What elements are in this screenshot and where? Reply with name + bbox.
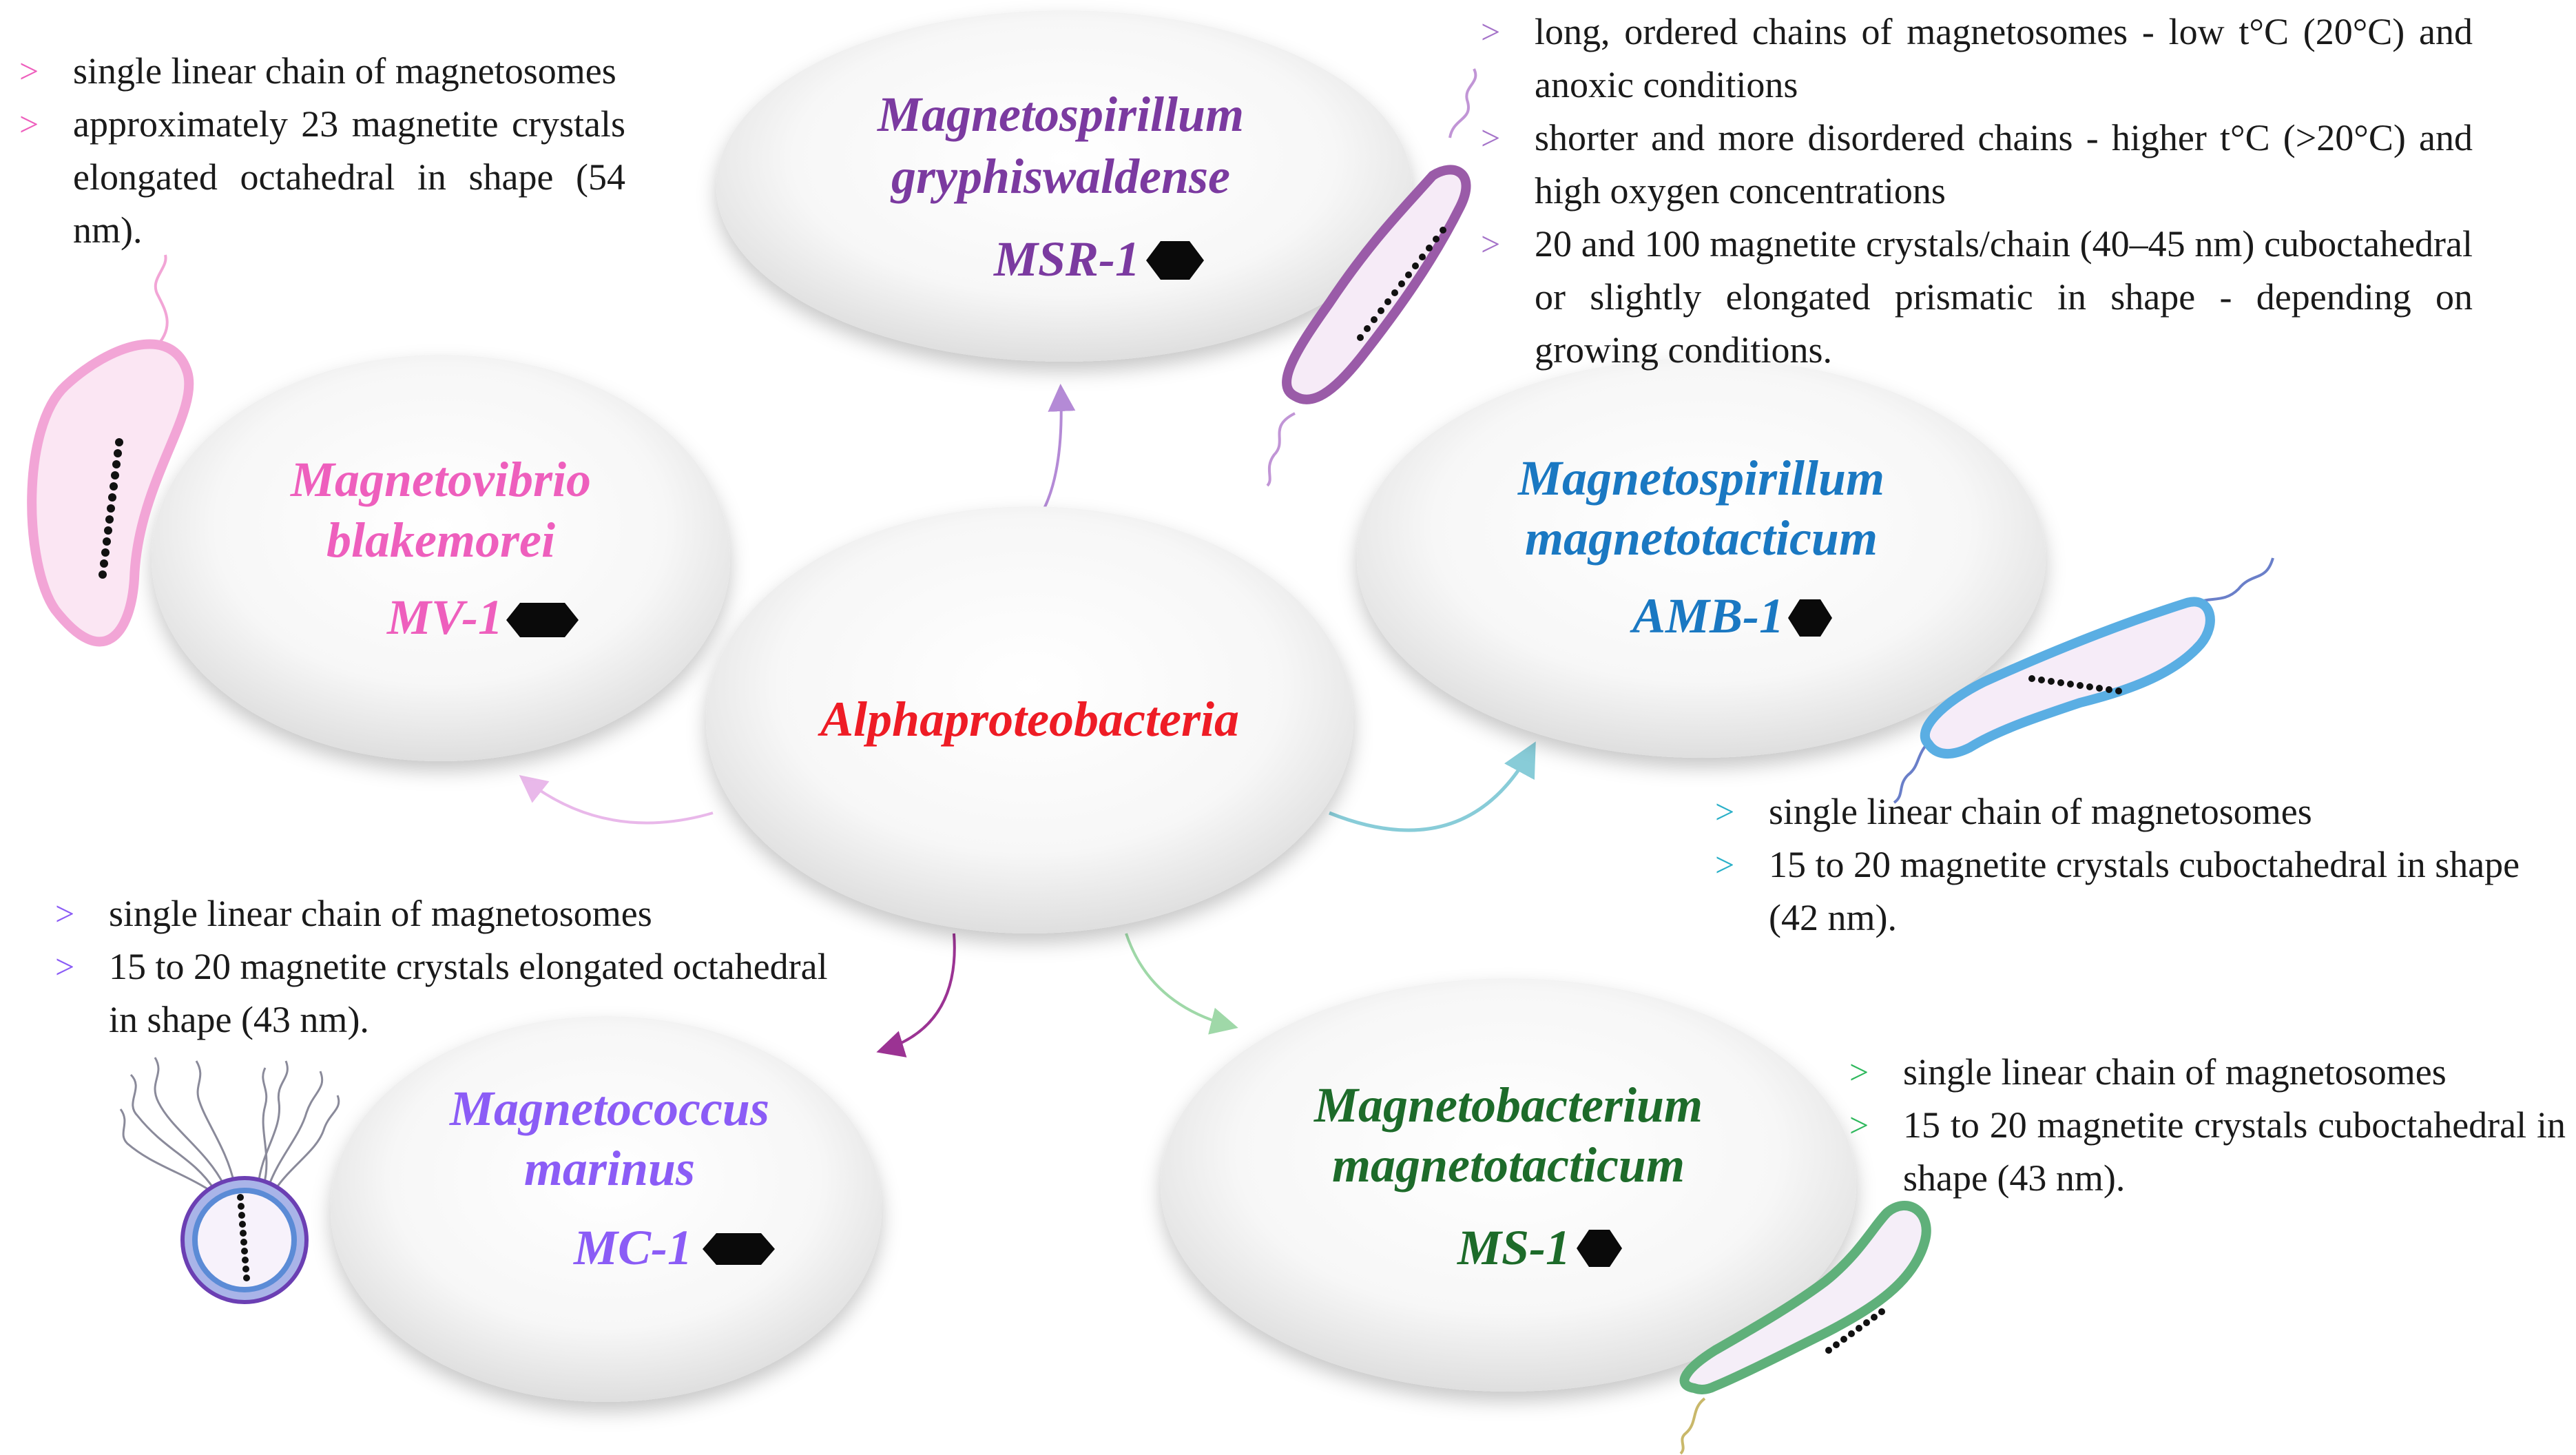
bacterium-msr1-icon — [1266, 68, 1477, 487]
bullet-icon: > — [55, 947, 75, 986]
notes-mv1: > single linear chain of magnetosomes > … — [19, 45, 625, 257]
note-item: > single linear chain of magnetosomes — [19, 45, 625, 98]
note-text: 15 to 20 magnetite crystals cuboctahedra… — [1903, 1104, 2566, 1199]
mc1-genus: Magnetococcus — [449, 1081, 769, 1136]
note-text: shorter and more disordered chains - hig… — [1535, 117, 2473, 211]
note-text: long, ordered chains of magnetosomes - l… — [1535, 11, 2473, 105]
note-item: > 15 to 20 magnetite crystals cuboctahed… — [1849, 1099, 2566, 1205]
bacterium-mv1-icon — [27, 254, 194, 647]
oval-mv1: Magnetovibrio blakemorei MV-1 — [152, 355, 730, 761]
notes-amb1: > single linear chain of magnetosomes > … — [1715, 785, 2562, 945]
mv1-species: blakemorei — [326, 513, 555, 568]
magnetosome-chain — [2028, 675, 2122, 694]
mc1-species: marinus — [524, 1141, 695, 1196]
note-item: > 20 and 100 magnetite crystals/chain (4… — [1481, 218, 2473, 377]
notes-mc1: > single linear chain of magnetosomes > … — [55, 887, 833, 1046]
bacterium-ms1-icon — [1679, 1201, 1931, 1455]
bullet-icon: > — [1481, 12, 1501, 51]
magnetosome-chain — [1357, 227, 1446, 341]
bullet-icon: > — [1849, 1106, 1869, 1144]
crystal-icon-msr1 — [1146, 241, 1204, 280]
center-label: Alphaproteobacteria — [818, 692, 1239, 747]
msr1-species: gryphiswaldense — [890, 149, 1230, 204]
note-item: > approximately 23 magnetite crystals el… — [19, 98, 625, 257]
note-text: single linear chain of magnetosomes — [1769, 791, 2312, 832]
arrow-to-mv1 — [519, 775, 714, 825]
magnetosome-chain — [1825, 1308, 1885, 1354]
bacterium-amb1-icon — [1893, 557, 2274, 804]
bullet-icon: > — [1715, 792, 1735, 831]
oval-amb1: Magnetospirillum magnetotacticum AMB-1 — [1357, 358, 2046, 758]
note-item: > single linear chain of magnetosomes — [1715, 785, 2562, 838]
magnetosome-chain — [237, 1194, 250, 1281]
bullet-icon: > — [1849, 1053, 1869, 1091]
note-text: single linear chain of magnetosomes — [73, 50, 616, 92]
arrow-to-msr1 — [1042, 384, 1076, 510]
note-text: 20 and 100 magnetite crystals/chain (40–… — [1535, 223, 2473, 371]
crystal-icon-amb1 — [1788, 599, 1832, 637]
arrow-to-amb1 — [1329, 741, 1536, 832]
notes-msr1: > long, ordered chains of magnetosomes -… — [1481, 6, 2473, 377]
note-text: 15 to 20 magnetite crystals elongated oc… — [109, 946, 828, 1040]
oval-msr1: Magnetospirillum gryphiswaldense MSR-1 — [716, 10, 1412, 362]
mv1-genus: Magnetovibrio — [290, 452, 591, 507]
bullet-icon: > — [1715, 845, 1735, 884]
notes-ms1: > single linear chain of magnetosomes > … — [1849, 1046, 2566, 1205]
ms1-strain: MS-1 — [1457, 1220, 1570, 1275]
note-text: single linear chain of magnetosomes — [109, 893, 652, 934]
bullet-icon: > — [1481, 225, 1501, 263]
crystal-icon-mc1 — [703, 1233, 775, 1265]
oval-center: Alphaproteobacteria — [706, 506, 1353, 933]
bacterium-mc1-icon — [119, 1057, 340, 1304]
bullet-icon: > — [19, 105, 39, 143]
arrow-to-ms1 — [1125, 933, 1238, 1035]
crystal-icon-ms1 — [1577, 1230, 1622, 1267]
note-text: single linear chain of magnetosomes — [1903, 1051, 2447, 1093]
msr1-strain: MSR-1 — [993, 231, 1140, 287]
magnetosome-chain — [98, 438, 123, 579]
bullet-icon: > — [1481, 118, 1501, 157]
msr1-genus: Magnetospirillum — [877, 87, 1244, 142]
amb1-strain: AMB-1 — [1630, 588, 1784, 643]
amb1-genus: Magnetospirillum — [1517, 451, 1884, 506]
note-item: > single linear chain of magnetosomes — [55, 887, 833, 940]
ms1-genus: Magnetobacterium — [1313, 1077, 1703, 1133]
note-text: approximately 23 magnetite crystals elon… — [73, 103, 625, 251]
amb1-species: magnetotacticum — [1525, 510, 1878, 566]
note-item: > 15 to 20 magnetite crystals cuboctahed… — [1715, 838, 2562, 945]
ms1-species: magnetotacticum — [1332, 1137, 1685, 1193]
note-item: > 15 to 20 magnetite crystals elongated … — [55, 940, 833, 1046]
arrow-to-mc1 — [876, 933, 956, 1057]
note-text: 15 to 20 magnetite crystals cuboctahedra… — [1769, 844, 2520, 938]
bullet-icon: > — [19, 52, 39, 90]
note-item: > shorter and more disordered chains - h… — [1481, 112, 2473, 218]
connectors — [519, 384, 1536, 1057]
bullet-icon: > — [55, 894, 75, 933]
oval-ms1: Magnetobacterium magnetotacticum MS-1 — [1161, 978, 1856, 1392]
mc1-strain: MC-1 — [573, 1220, 692, 1275]
mv1-strain: MV-1 — [386, 590, 503, 645]
note-item: > long, ordered chains of magnetosomes -… — [1481, 6, 2473, 112]
crystal-icon-mv1 — [506, 603, 579, 637]
note-item: > single linear chain of magnetosomes — [1849, 1046, 2566, 1099]
oval-mc1: Magnetococcus marinus MC-1 — [331, 1016, 882, 1402]
